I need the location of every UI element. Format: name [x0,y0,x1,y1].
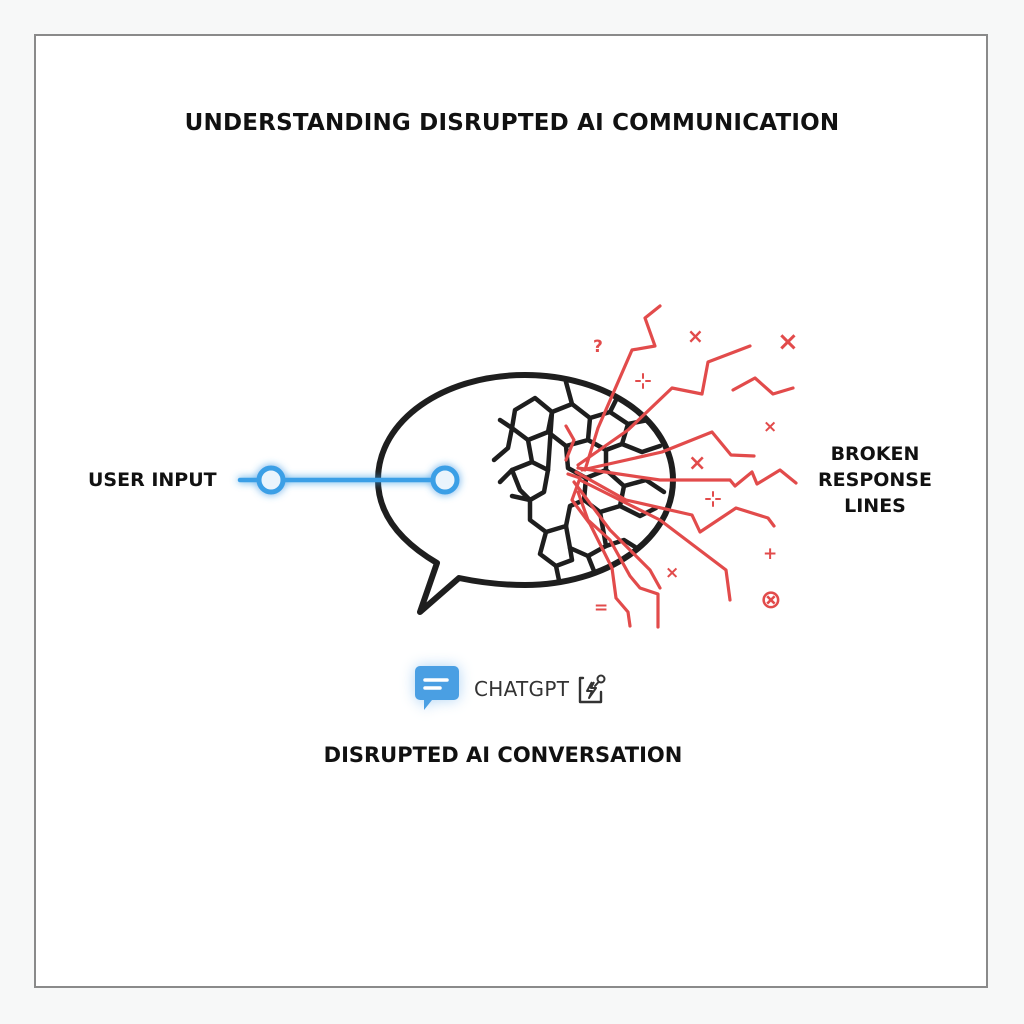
broken-response-lines-label: BROKEN RESPONSE LINES [800,441,950,519]
circled-cross-symbol: ⊗ [760,585,782,615]
broken-line [576,466,798,488]
broken-response-lines [564,304,798,629]
broken-line [576,344,752,467]
input-node-end [430,465,460,495]
chatgpt-name: CHATGPT [474,677,570,701]
user-input-label: USER INPUT [88,469,217,491]
broken-line [731,376,795,396]
cross-symbol-1: × [687,324,704,348]
broken-label-line-3: LINES [844,495,906,517]
sparkle-icon [705,491,721,507]
broken-line [564,424,576,462]
error-symbols: ? × × × × × + = ⊗ [593,324,799,618]
equals-symbol: = [594,598,608,618]
chat-bubble-icon [414,664,460,714]
input-node-start [256,465,286,495]
cross-symbol-3: × [763,417,777,437]
broken-line [574,470,776,534]
sparkle-symbols [635,373,721,507]
sparkle-icon [635,373,651,389]
cross-symbol-5: × [665,563,679,583]
broken-line [572,480,662,590]
broken-label-line-2: RESPONSE [818,469,932,491]
cross-symbol-2: × [777,327,799,357]
broken-line [580,430,756,472]
diagram-caption: DISRUPTED AI CONVERSATION [323,743,683,767]
broken-line [566,472,632,628]
cross-symbol-4: × [688,451,706,476]
broken-line [583,304,662,472]
question-mark-symbol: ? [593,337,603,357]
broken-line [578,478,732,602]
plus-symbol-1: + [763,544,777,564]
user-input-connector [237,465,460,495]
broken-label-line-1: BROKEN [830,443,920,465]
lightning-edit-icon [577,672,607,706]
diagram-title: UNDERSTANDING DISRUPTED AI COMMUNICATION [184,110,840,136]
chatgpt-brand: CHATGPT [414,664,607,714]
